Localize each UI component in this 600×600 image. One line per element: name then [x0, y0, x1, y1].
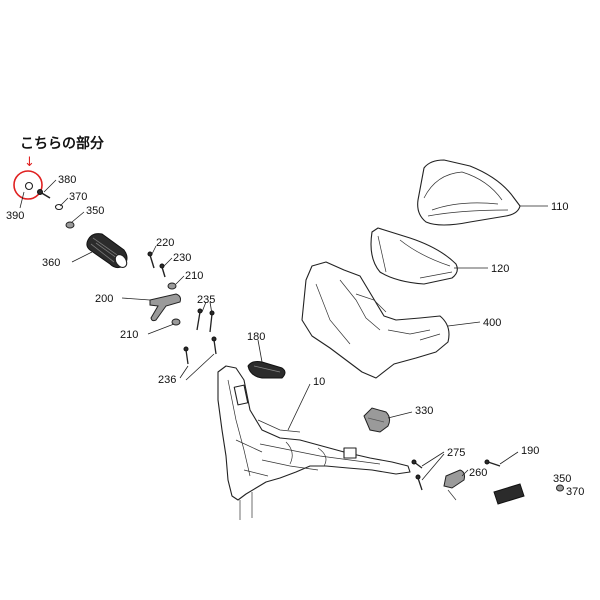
- part-380-screw: [37, 189, 51, 199]
- label-120: 120: [491, 263, 509, 275]
- label-220: 220: [156, 237, 174, 249]
- part-190-screw: [484, 459, 501, 467]
- label-235: 235: [197, 294, 215, 306]
- label-390: 390: [6, 210, 24, 222]
- label-110: 110: [551, 201, 569, 213]
- part-360-grip: [86, 233, 128, 269]
- label-360: 360: [42, 257, 60, 269]
- label-200: 200: [95, 293, 113, 305]
- part-350-nut: [65, 221, 75, 229]
- callout-text: こちらの部分: [20, 135, 104, 152]
- part-400-cover: [301, 261, 450, 379]
- part-370-washer: [54, 203, 64, 211]
- label-210-lower: 210: [120, 329, 138, 341]
- label-190: 190: [521, 445, 539, 457]
- leader-lines: [19, 179, 548, 481]
- part-220-bolt: [147, 251, 155, 269]
- label-210-upper: 210: [185, 270, 203, 282]
- label-275: 275: [447, 447, 465, 459]
- part-110-cover: [417, 159, 521, 226]
- part-200-lever: [149, 293, 181, 322]
- label-180: 180: [247, 331, 265, 343]
- label-380: 380: [58, 174, 76, 186]
- part-350-nut-lower: [556, 484, 564, 492]
- part-180-lever: [247, 361, 286, 379]
- callout-arrow: ↓: [24, 155, 35, 170]
- label-400: 400: [483, 317, 501, 329]
- label-260: 260: [469, 467, 487, 479]
- label-350: 350: [86, 205, 104, 217]
- label-350-lower: 350: [553, 473, 571, 485]
- part-260: [443, 469, 465, 501]
- part-275-screws: [411, 459, 423, 491]
- part-right-grip: [493, 483, 525, 505]
- label-10: 10: [313, 376, 325, 388]
- part-236-screws: [183, 336, 217, 365]
- label-230: 230: [173, 252, 191, 264]
- label-370: 370: [69, 191, 87, 203]
- part-210-washer-upper: [167, 282, 177, 290]
- label-330: 330: [415, 405, 433, 417]
- part-10-frame: [217, 365, 411, 520]
- callout-highlight-circle: [13, 170, 43, 200]
- part-330-bracket: [363, 407, 391, 433]
- part-210-washer-lower: [171, 318, 181, 326]
- label-236: 236: [158, 374, 176, 386]
- part-120-housing: [370, 227, 458, 285]
- label-370-lower: 370: [566, 486, 584, 498]
